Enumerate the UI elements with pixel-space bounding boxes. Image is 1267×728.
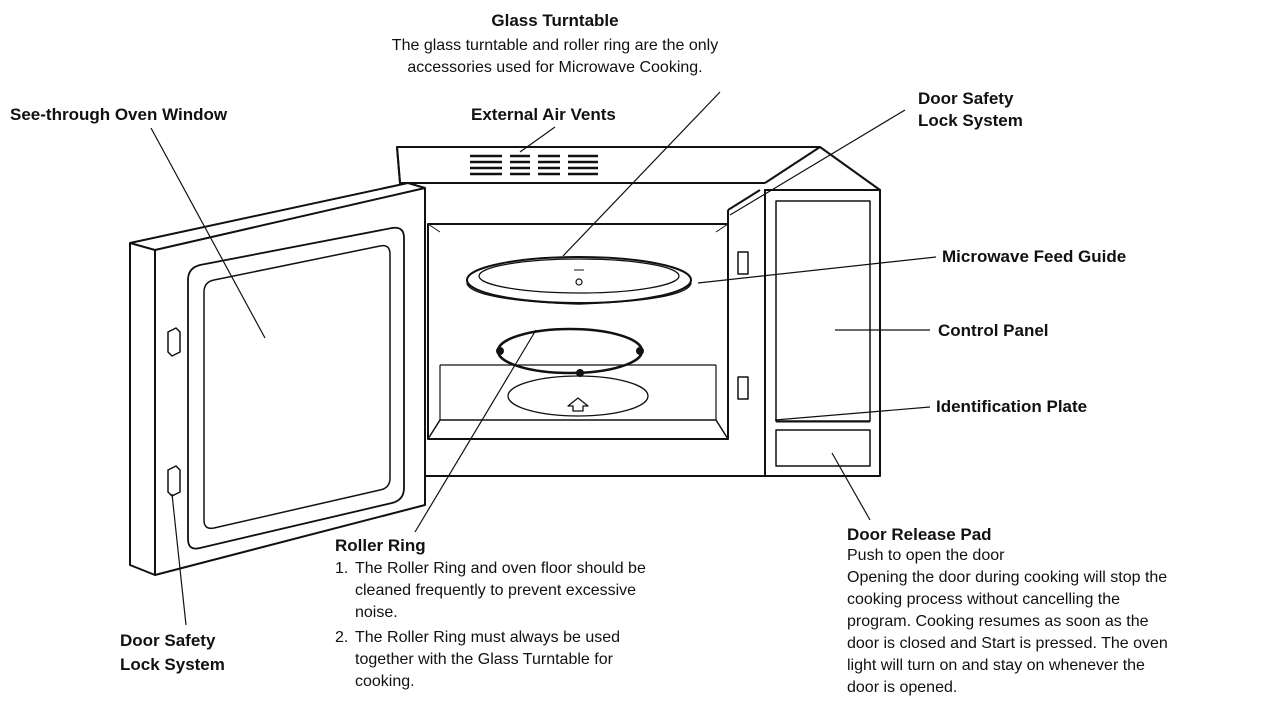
door-safety-lock-top-line-2: Lock System — [918, 111, 1023, 130]
external-air-vents-label: External Air Vents — [471, 105, 616, 124]
door-safety-lock-bottom-line-2: Lock System — [120, 655, 225, 674]
see-through-window-label: See-through Oven Window — [10, 105, 228, 124]
glass-turntable-line-2: accessories used for Microwave Cooking. — [407, 59, 703, 76]
glass-turntable-line-1: The glass turntable and roller ring are … — [391, 37, 719, 54]
roller-ring-item-2-num: 2. — [335, 629, 349, 646]
roller-ring-item-2: 2. The Roller Ring must always be used t… — [335, 627, 646, 693]
door-safety-lock-bottom-line-1: Door Safety — [120, 631, 216, 650]
roller-ring-block: Roller Ring 1. The Roller Ring and oven … — [335, 535, 646, 693]
door-release-pad-title: Door Release Pad — [847, 525, 992, 544]
identification-plate-label: Identification Plate — [936, 397, 1088, 416]
air-vents — [470, 154, 598, 176]
roller-ring-item-1-num: 1. — [335, 560, 349, 577]
door-safety-lock-top-line-1: Door Safety — [918, 89, 1014, 108]
door-release-pad-line-2: Opening the door during cooking will sto… — [847, 569, 1168, 586]
oven-door — [129, 182, 426, 576]
roller-ring — [496, 327, 649, 417]
door-release-pad-block: Door Release Pad Push to open the door O… — [847, 524, 1168, 699]
control-panel — [764, 189, 881, 477]
control-panel-label: Control Panel — [938, 321, 1049, 340]
front-frame — [727, 189, 761, 439]
door-release-pad-line-4: program. Cooking resumes as soon as the — [847, 613, 1149, 630]
roller-ring-title: Roller Ring — [335, 536, 426, 555]
roller-ring-item-2-line-1: The Roller Ring must always be used — [355, 629, 621, 646]
roller-ring-item-2-line-2: together with the Glass Turntable for — [355, 651, 613, 668]
door-release-pad-line-6: light will turn on and stay on whenever … — [847, 657, 1145, 674]
roller-ring-item-2-line-3: cooking. — [355, 673, 415, 690]
roller-ring-list: 1. The Roller Ring and oven floor should… — [335, 558, 646, 693]
door-release-pad-line-3: cooking process without cancelling the — [847, 591, 1121, 608]
roller-ring-item-1-line-3: noise. — [355, 604, 398, 621]
door-release-pad-line-7: door is opened. — [847, 679, 958, 696]
door-release-pad-line-5: door is closed and Start is pressed. The… — [847, 635, 1168, 652]
roller-ring-item-1: 1. The Roller Ring and oven floor should… — [335, 558, 646, 624]
roller-ring-item-1-line-1: The Roller Ring and oven floor should be — [355, 560, 646, 577]
glass-turntable-title: Glass Turntable — [491, 11, 619, 30]
glass-turntable — [466, 256, 692, 305]
microwave-feed-guide-label: Microwave Feed Guide — [942, 247, 1127, 266]
roller-ring-item-1-line-2: cleaned frequently to prevent excessive — [355, 582, 637, 599]
leader-lines — [150, 91, 937, 626]
door-release-pad-line-1: Push to open the door — [847, 547, 1005, 564]
